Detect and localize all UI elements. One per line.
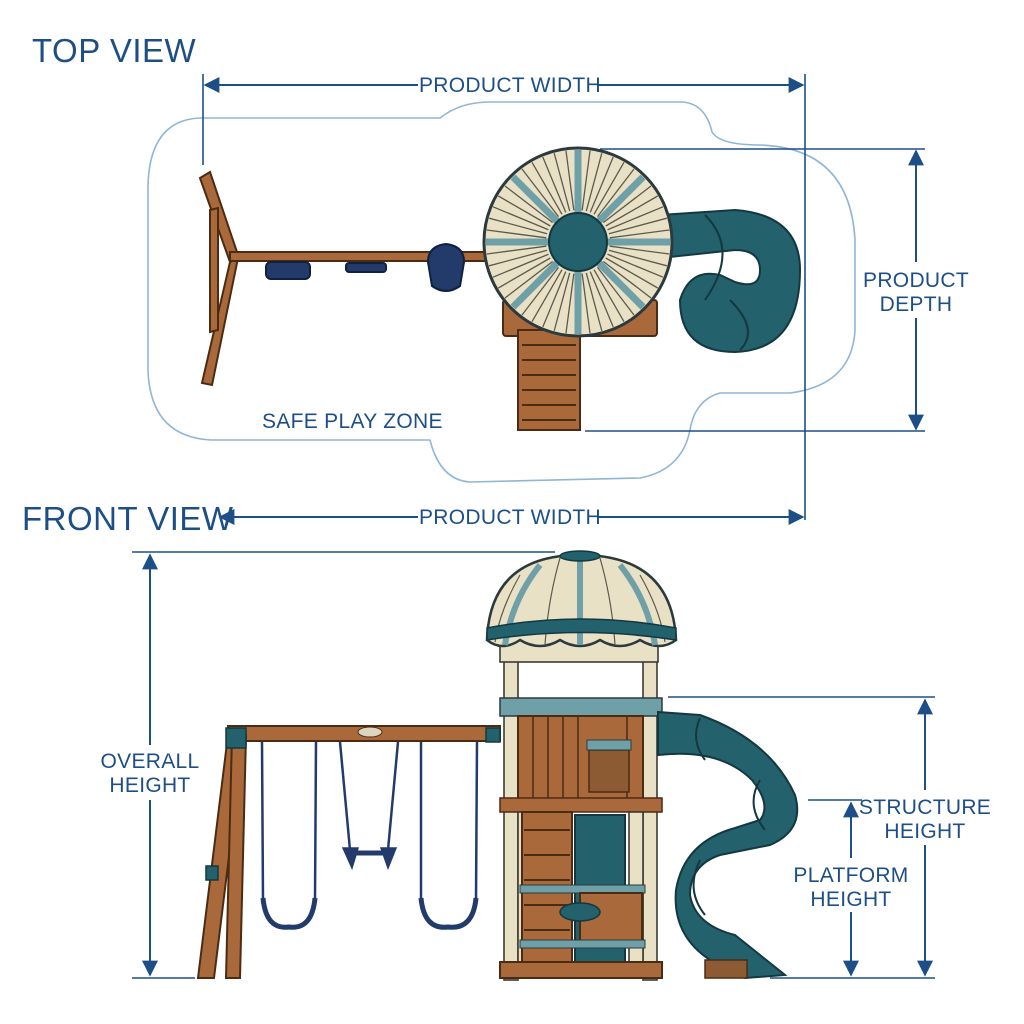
roof-rib: [542, 156, 567, 213]
roof-rib: [602, 185, 652, 224]
roof-rib: [585, 152, 603, 212]
safe-play-zone-label: SAFE PLAY ZONE: [262, 410, 443, 433]
structure-height-label-line2: HEIGHT: [884, 820, 965, 843]
roof-rib: [486, 245, 547, 255]
roof-rib: [602, 260, 652, 299]
roof-rib: [531, 269, 563, 322]
roof-rib: [596, 266, 635, 316]
structure-height-label-line1: STRUCTURE: [859, 796, 991, 819]
roof-rib: [521, 168, 560, 218]
roof-rib: [498, 257, 551, 289]
roof-rib: [596, 168, 635, 218]
roof-rib: [605, 257, 658, 289]
roof-rib: [542, 271, 567, 328]
roof-rib: [585, 272, 603, 332]
roof-rib: [593, 269, 625, 322]
roof-rib: [605, 195, 658, 227]
product-depth-label-line1: PRODUCT: [863, 269, 969, 292]
roof-rib: [504, 185, 554, 224]
front-tube-slide: [657, 710, 799, 980]
roof-rib: [492, 206, 549, 231]
front-product-width-label: PRODUCT WIDTH: [419, 506, 601, 529]
overall-height-label-line2: HEIGHT: [109, 774, 190, 797]
roof-rib: [608, 249, 668, 267]
roof-rib: [486, 229, 547, 239]
roof-rib: [488, 249, 548, 267]
roof-rib: [581, 273, 591, 334]
roof-rib: [531, 162, 563, 215]
front-swings: [260, 741, 479, 930]
roof-rib: [492, 253, 549, 278]
front-dome-roof: [485, 550, 678, 663]
roof-rib: [593, 162, 625, 215]
roof-rib: [589, 271, 614, 328]
top-tube-slide: [659, 208, 802, 354]
top-view-title: TOP VIEW: [32, 32, 197, 69]
top-dome-roof: [482, 146, 674, 338]
front-tower: [499, 639, 663, 981]
roof-rib: [589, 156, 614, 213]
roof-rib: [607, 206, 664, 231]
roof-rib: [488, 217, 548, 235]
roof-rib: [608, 217, 668, 235]
platform-height-label-line2: HEIGHT: [810, 888, 891, 911]
roof-rib: [609, 245, 670, 255]
front-swing-frame: [196, 725, 501, 979]
platform-height-label-line1: PLATFORM: [793, 864, 908, 887]
roof-rib: [565, 150, 575, 211]
front-view-title: FRONT VIEW: [22, 500, 234, 537]
top-swings: [265, 242, 466, 292]
roof-rib: [498, 195, 551, 227]
roof-rib: [607, 253, 664, 278]
overall-height-label-line1: OVERALL: [101, 750, 200, 773]
top-product-width-label: PRODUCT WIDTH: [419, 74, 601, 97]
roof-rib: [565, 273, 575, 334]
roof-rib: [504, 260, 554, 299]
roof-rib: [581, 150, 591, 211]
safe-play-zone-outline: [147, 101, 856, 483]
roof-rib: [521, 266, 560, 316]
roof-rib: [553, 272, 571, 332]
roof-rib: [609, 229, 670, 239]
product-depth-label-line2: DEPTH: [880, 293, 953, 316]
roof-rib: [553, 152, 571, 212]
